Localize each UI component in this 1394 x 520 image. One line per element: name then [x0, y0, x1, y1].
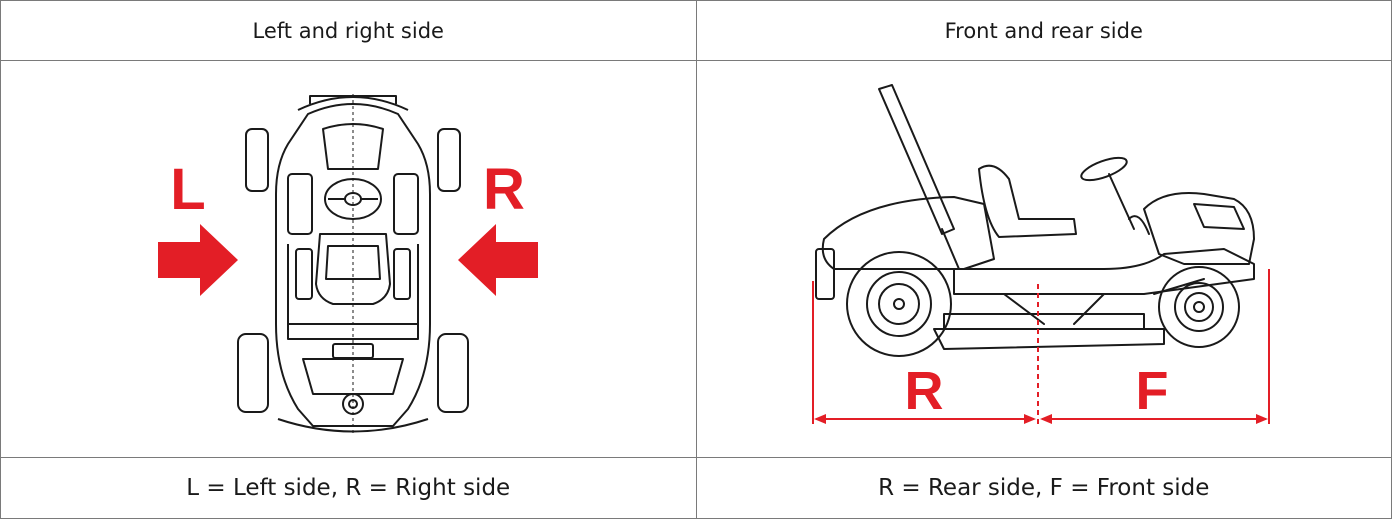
header-front-rear: Front and rear side [695, 0, 1392, 61]
top-view-cell: L R [0, 60, 697, 458]
mower-deck [932, 328, 1165, 350]
steering-wheel [1080, 156, 1128, 182]
rear-wheel [845, 251, 952, 357]
front-left-wheel [245, 128, 270, 192]
rear-bumper [277, 418, 429, 433]
header-left-right: Left and right side [0, 0, 697, 61]
side-view-mower-illustration: R F [811, 84, 1270, 424]
side-view-cell: R F [695, 60, 1392, 458]
rear-left-wheel [237, 333, 270, 413]
right-label: R [483, 157, 525, 222]
rear-label: R [904, 361, 943, 421]
left-arrow-icon [158, 224, 239, 296]
rear-right-wheel [437, 333, 470, 413]
front-wheel [1157, 266, 1240, 348]
rear-body [821, 196, 995, 270]
right-arrow-icon [458, 224, 539, 296]
left-label: L [171, 157, 206, 222]
hood [1142, 192, 1255, 265]
top-view-mower-illustration: L R [158, 94, 539, 434]
front-label: F [1135, 361, 1168, 421]
steering-wheel [324, 178, 383, 220]
front-bumper [297, 96, 409, 111]
mower-body [275, 103, 432, 427]
seat [315, 233, 392, 305]
front-right-wheel [437, 128, 462, 192]
rollover-bar [877, 84, 955, 235]
seat [977, 164, 1077, 238]
chassis [952, 248, 1255, 295]
caption-left-right: L = Left side, R = Right side [0, 457, 697, 519]
caption-front-rear: R = Rear side, F = Front side [695, 457, 1392, 519]
